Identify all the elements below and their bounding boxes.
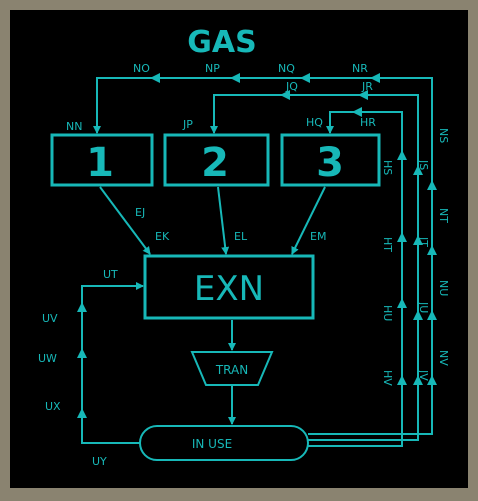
label-nt: NT xyxy=(437,208,450,223)
loop-u xyxy=(81,282,144,444)
label-jt: JT xyxy=(417,236,430,247)
label-js: JS xyxy=(417,159,430,170)
label-np: NP xyxy=(205,62,220,75)
label-hq: HQ xyxy=(306,116,323,129)
label-ns: NS xyxy=(437,128,450,143)
edge-el xyxy=(217,186,230,255)
exn-label: EXN xyxy=(194,269,264,309)
label-nq: NQ xyxy=(278,62,295,75)
label-nu: NU xyxy=(437,280,450,296)
label-jr: JR xyxy=(361,80,373,93)
in-use-label: IN USE xyxy=(192,437,232,451)
box-3-label: 3 xyxy=(316,140,344,186)
tran-label: TRAN xyxy=(215,363,248,377)
box-2: 2 xyxy=(163,133,270,187)
label-ht: HT xyxy=(381,237,394,252)
exn-box: EXN xyxy=(143,254,315,320)
label-nn: NN xyxy=(66,120,82,133)
box-1: 1 xyxy=(50,133,154,187)
box-3: 3 xyxy=(280,133,381,187)
label-ju: JU xyxy=(417,301,430,313)
tran-node: TRAN xyxy=(190,351,274,386)
label-hv: HV xyxy=(381,370,394,386)
arrow-uv xyxy=(77,302,87,312)
label-jv: JV xyxy=(417,369,430,381)
arrow-ux xyxy=(77,408,87,418)
label-no: NO xyxy=(133,62,150,75)
label-hr: HR xyxy=(360,116,376,129)
label-nr: NR xyxy=(352,62,368,75)
diagram-canvas xyxy=(10,10,468,488)
label-ek: EK xyxy=(155,230,170,243)
label-jq: JQ xyxy=(285,80,298,93)
diagram-title: GAS xyxy=(187,25,256,60)
loop-h xyxy=(308,111,403,447)
label-jp: JP xyxy=(182,118,193,131)
edge-em xyxy=(291,186,326,255)
label-el: EL xyxy=(234,230,248,243)
box-2-label: 2 xyxy=(201,140,229,186)
edge-ej xyxy=(99,186,151,255)
label-em: EM xyxy=(310,230,326,243)
label-hs: HS xyxy=(381,160,394,175)
label-ej: EJ xyxy=(135,206,145,219)
label-ut: UT xyxy=(103,268,118,281)
label-hu: HU xyxy=(381,305,394,321)
label-nv: NV xyxy=(437,350,450,366)
loop-n xyxy=(93,77,433,435)
loop-j xyxy=(210,94,419,441)
arrow-uw xyxy=(77,348,87,358)
label-uv: UV xyxy=(42,312,58,325)
label-ux: UX xyxy=(45,400,61,413)
label-uw: UW xyxy=(38,352,57,365)
label-uy: UY xyxy=(92,455,107,468)
box-1-label: 1 xyxy=(86,140,114,186)
